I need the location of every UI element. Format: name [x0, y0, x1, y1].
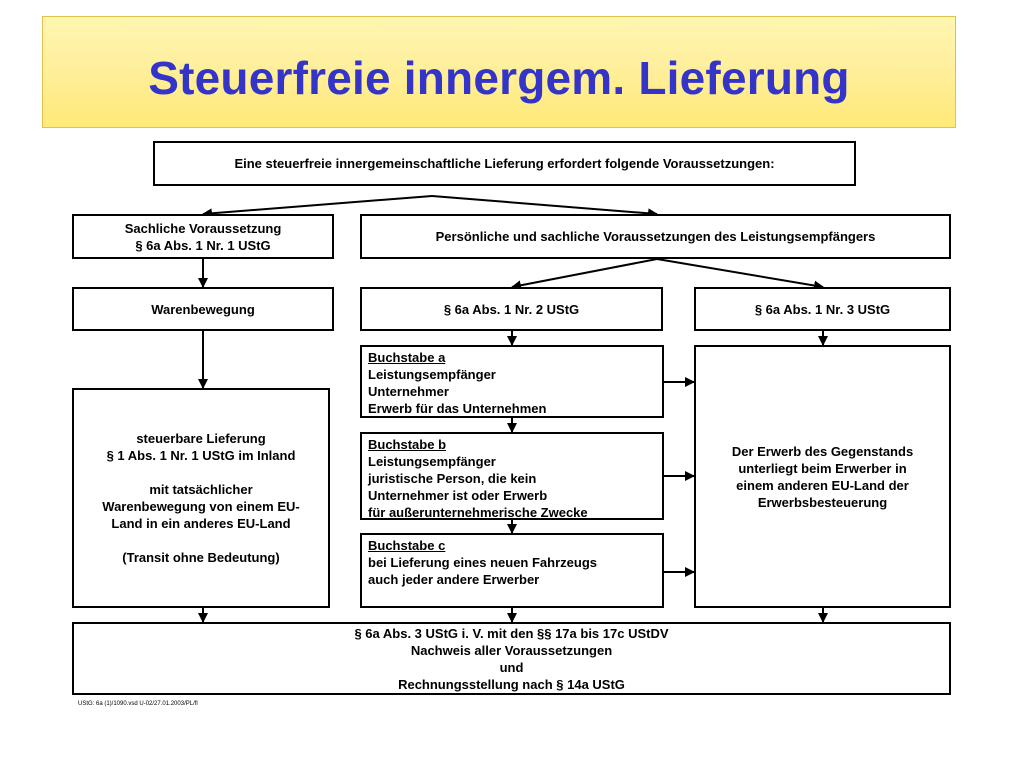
buchstabe-b-line: juristische Person, die kein	[368, 471, 537, 486]
title-banner: Steuerfreie innergem. Lieferung	[42, 16, 956, 128]
nr3-text: § 6a Abs. 1 Nr. 3 UStG	[754, 301, 891, 317]
nr2-box: § 6a Abs. 1 Nr. 2 UStG	[360, 287, 663, 331]
sachliche-line-1: Sachliche Voraussetzung	[124, 220, 282, 236]
steuerbare-line: mit tatsächlicher	[149, 482, 253, 497]
steuerbare-line: § 1 Abs. 1 Nr. 1 UStG im Inland	[106, 448, 296, 463]
nr3-box: § 6a Abs. 1 Nr. 3 UStG	[694, 287, 951, 331]
buchstabe-c-heading: Buchstabe c	[368, 538, 446, 553]
arrow-persoenliche-to-nr3	[656, 258, 824, 291]
arrow-persoenliche-to-nr2	[511, 258, 658, 291]
nachweis-line: Rechnungsstellung nach § 14a UStG	[398, 676, 625, 692]
arrow-intro-to-persoenliche	[431, 195, 658, 219]
erwerb-line: einem anderen EU-Land der	[736, 478, 909, 493]
buchstabe-a-heading: Buchstabe a	[368, 350, 446, 365]
buchstabe-a-line: Leistungsempfänger	[368, 367, 496, 382]
persoenliche-voraussetzung-box: Persönliche und sachliche Voraussetzunge…	[360, 214, 951, 259]
steuerbare-line: steuerbare Lieferung	[136, 431, 266, 446]
nachweis-box: § 6a Abs. 3 UStG i. V. mit den §§ 17a bi…	[72, 622, 951, 695]
buchstabe-c-box: Buchstabe c bei Lieferung eines neuen Fa…	[360, 533, 664, 608]
intro-text: Eine steuerfreie innergemeinschaftliche …	[234, 156, 775, 171]
nachweis-line: Nachweis aller Voraussetzungen	[410, 642, 613, 658]
buchstabe-c-line: bei Lieferung eines neuen Fahrzeugs	[368, 555, 597, 570]
warenbewegung-box: Warenbewegung	[72, 287, 334, 331]
nachweis-line: und	[499, 659, 524, 675]
buchstabe-b-line: Leistungsempfänger	[368, 454, 496, 469]
footnote: UStG: 6a (1)/1090.vsd U-02/27.01.2003/PL…	[78, 701, 198, 707]
erwerbsbesteuerung-box: Der Erwerb des Gegenstands unterliegt be…	[694, 345, 951, 608]
buchstabe-a-line: Erwerb für das Unternehmen	[368, 401, 547, 416]
persoenliche-text: Persönliche und sachliche Voraussetzunge…	[435, 229, 876, 244]
buchstabe-b-line: für außerunternehmerische Zwecke	[368, 505, 588, 520]
page-title: Steuerfreie innergem. Lieferung	[148, 52, 850, 104]
steuerbare-line: Land in ein anderes EU-Land	[111, 516, 291, 531]
warenbewegung-text: Warenbewegung	[151, 301, 255, 317]
transit-note: (Transit ohne Bedeutung)	[122, 550, 280, 565]
nachweis-line: § 6a Abs. 3 UStG i. V. mit den §§ 17a bi…	[354, 625, 669, 641]
steuerbare-lieferung-box: steuerbare Lieferung § 1 Abs. 1 Nr. 1 US…	[72, 388, 330, 608]
erwerb-line: unterliegt beim Erwerber in	[738, 461, 907, 476]
sachliche-line-2: § 6a Abs. 1 Nr. 1 UStG	[135, 237, 271, 253]
erwerb-line: Erwerbsbesteuerung	[757, 495, 888, 510]
buchstabe-a-line: Unternehmer	[368, 384, 449, 399]
sachliche-voraussetzung-box: Sachliche Voraussetzung § 6a Abs. 1 Nr. …	[72, 214, 334, 259]
steuerbare-line: Warenbewegung von einem EU-	[102, 499, 300, 514]
buchstabe-b-box: Buchstabe b Leistungsempfänger juristisc…	[360, 432, 664, 520]
nr2-text: § 6a Abs. 1 Nr. 2 UStG	[443, 301, 580, 317]
arrow-intro-to-sachliche	[202, 195, 433, 219]
buchstabe-b-heading: Buchstabe b	[368, 437, 447, 452]
intro-box: Eine steuerfreie innergemeinschaftliche …	[153, 141, 856, 186]
buchstabe-c-line: auch jeder andere Erwerber	[368, 572, 540, 587]
buchstabe-a-box: Buchstabe a Leistungsempfänger Unternehm…	[360, 345, 664, 418]
buchstabe-b-line: Unternehmer ist oder Erwerb	[368, 488, 548, 503]
erwerb-line: Der Erwerb des Gegenstands	[731, 444, 914, 459]
